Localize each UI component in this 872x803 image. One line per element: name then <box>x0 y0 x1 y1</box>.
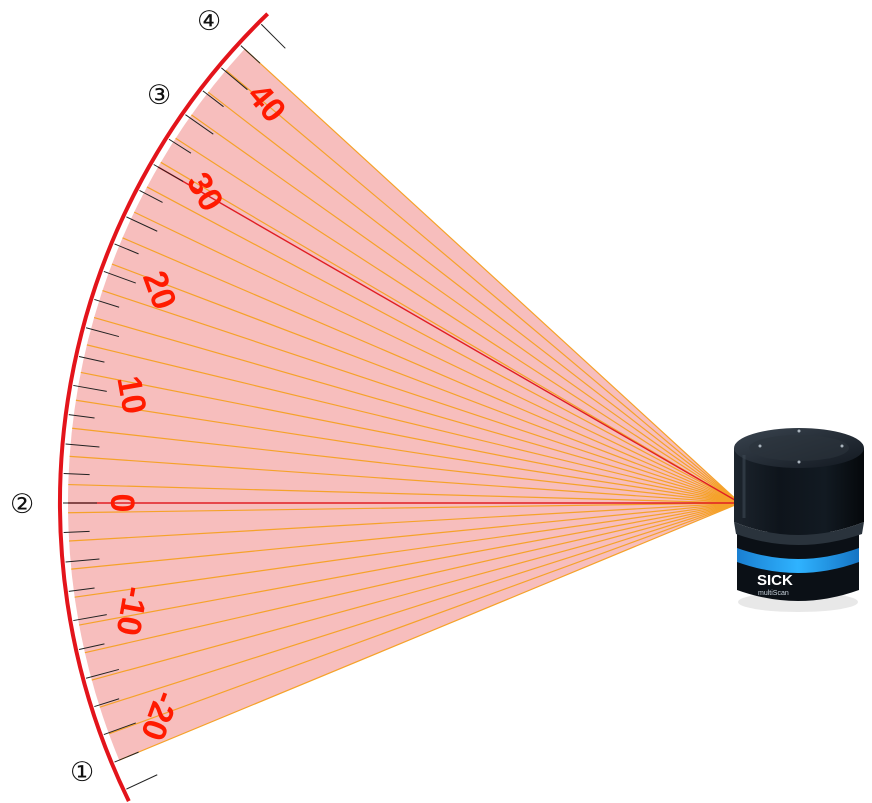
angle-tick <box>153 164 184 182</box>
scan-field-fan <box>68 49 741 761</box>
scan-beam <box>244 48 741 504</box>
scan-beam <box>111 263 741 504</box>
angle-tick <box>73 614 107 622</box>
scan-beam-highlighted <box>157 166 741 504</box>
angle-tick <box>68 414 95 419</box>
sensor-model-label: multiScan <box>758 590 789 597</box>
angle-tick <box>63 472 90 476</box>
scan-beam <box>108 502 741 735</box>
marker-1: ① <box>70 757 94 788</box>
angle-tick <box>126 774 158 790</box>
scan-beam <box>118 502 741 761</box>
angle-tick <box>240 45 261 64</box>
scan-beam <box>225 69 741 504</box>
scan-beam <box>86 344 741 504</box>
angle-tick <box>78 643 105 651</box>
scan-beam <box>74 502 741 598</box>
scale-label-10: 10 <box>109 373 153 417</box>
scan-beam <box>133 211 741 504</box>
angle-tick <box>63 530 90 534</box>
scan-beam <box>68 502 741 514</box>
angle-tick <box>103 722 136 736</box>
angle-tick <box>103 270 136 284</box>
sensor-brand-logo: SICK <box>757 572 793 589</box>
angle-tick <box>73 384 107 392</box>
marker-2: ② <box>10 489 34 520</box>
sensor-light-ring <box>737 548 859 573</box>
angle-tick <box>65 558 100 563</box>
scan-beam <box>207 91 741 504</box>
angle-tick <box>139 189 163 203</box>
angle-tick <box>168 138 192 154</box>
scan-beam <box>191 114 741 504</box>
angle-tick <box>85 327 120 338</box>
scan-beam <box>75 399 741 504</box>
scan-beam <box>80 371 741 504</box>
angle-tick <box>114 243 139 255</box>
scale-arc <box>58 12 270 802</box>
angle-tick <box>126 216 158 232</box>
scan-beam <box>79 502 741 626</box>
scan-beam <box>71 502 741 570</box>
scale-label-minus-10: -10 <box>108 584 154 639</box>
scan-beam <box>72 427 741 504</box>
angle-tick <box>78 355 105 363</box>
angle-tick <box>260 23 286 49</box>
scan-beam <box>93 316 741 504</box>
scan-beams <box>68 48 741 761</box>
scan-beam <box>91 502 741 681</box>
scan-beam <box>175 137 741 504</box>
scan-beam <box>122 237 741 504</box>
angle-tick <box>94 698 120 708</box>
angle-tick <box>85 668 120 679</box>
marker-4: ④ <box>197 6 221 37</box>
scan-beam <box>69 502 741 542</box>
angle-tick <box>221 67 248 91</box>
lidar-sensor: SICK multiScan <box>734 428 864 612</box>
scan-beam <box>84 502 741 654</box>
angle-ticks <box>63 23 286 790</box>
scan-beam <box>68 483 741 504</box>
scan-beam <box>99 502 741 708</box>
angle-tick <box>68 587 95 592</box>
angle-tick <box>114 751 139 763</box>
scan-beam <box>160 161 741 504</box>
scan-beam <box>69 455 741 504</box>
scale-label-0: 0 <box>103 494 141 513</box>
angle-tick <box>202 90 224 108</box>
angle-tick <box>65 443 100 448</box>
marker-3: ③ <box>147 80 171 111</box>
scan-beam <box>146 186 741 504</box>
angle-tick <box>185 114 214 135</box>
angle-tick <box>94 298 120 308</box>
scan-beam <box>102 290 741 504</box>
